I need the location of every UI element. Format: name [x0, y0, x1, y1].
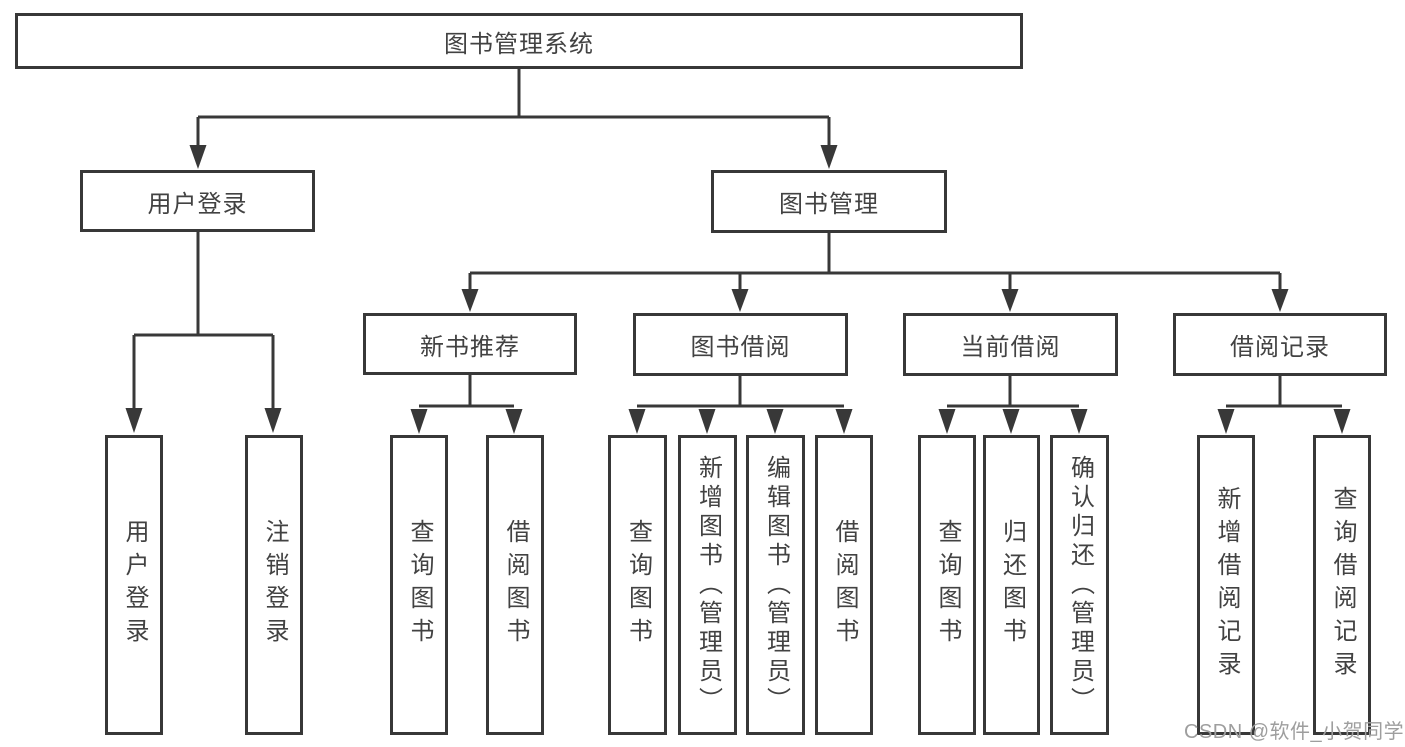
node-borrow-records: 借阅记录 [1173, 313, 1387, 376]
node-new-book-recommendation: 新书推荐 [363, 313, 577, 375]
leaf-label: 确认归还（管理员） [1066, 454, 1094, 716]
leaf-label: 新增借阅记录 [1213, 486, 1240, 684]
node-label: 用户登录 [147, 190, 248, 218]
leaf-edit-book-admin: 编辑图书（管理员） [746, 435, 805, 735]
node-label: 图书借阅 [690, 334, 791, 361]
leaf-label: 借阅图书 [502, 519, 529, 651]
node-book-management: 图书管理 [711, 170, 947, 233]
leaf-label: 编辑图书（管理员） [762, 454, 790, 716]
node-label: 借阅记录 [1230, 334, 1330, 361]
node-label: 图书管理 [779, 191, 879, 218]
node-user-login: 用户登录 [80, 170, 315, 232]
node-book-borrowing: 图书借阅 [633, 313, 848, 376]
leaf-borrow-books-recommend: 借阅图书 [486, 435, 544, 735]
node-label: 图书管理系统 [444, 30, 594, 58]
leaf-label: 查询图书 [934, 519, 961, 651]
leaf-borrow-books: 借阅图书 [815, 435, 873, 735]
leaf-label: 借阅图书 [831, 519, 858, 651]
node-library-management-system: 图书管理系统 [15, 13, 1023, 69]
leaf-label: 查询图书 [406, 519, 433, 651]
leaf-label: 查询借阅记录 [1329, 486, 1356, 684]
leaf-label: 归还图书 [998, 519, 1026, 651]
node-current-borrowing: 当前借阅 [903, 313, 1118, 376]
node-label: 新书推荐 [420, 333, 520, 361]
leaf-query-books-current: 查询图书 [918, 435, 976, 735]
leaf-query-books-recommend: 查询图书 [390, 435, 448, 735]
watermark: CSDN @软件_小贺同学 [1184, 721, 1405, 743]
leaf-label: 查询图书 [624, 519, 652, 651]
leaf-add-book-admin: 新增图书（管理员） [678, 435, 737, 735]
leaf-label: 新增图书（管理员） [694, 454, 722, 716]
leaf-label: 用户登录 [121, 519, 148, 651]
node-label: 当前借阅 [960, 334, 1061, 361]
leaf-query-books-borrowing: 查询图书 [608, 435, 667, 735]
leaf-confirm-return-admin: 确认归还（管理员） [1050, 435, 1109, 735]
leaf-add-borrow-record: 新增借阅记录 [1197, 435, 1255, 735]
leaf-logout: 注销登录 [245, 435, 303, 735]
leaf-return-books: 归还图书 [983, 435, 1040, 735]
leaf-query-borrow-record: 查询借阅记录 [1313, 435, 1371, 735]
leaf-label: 注销登录 [261, 519, 288, 651]
leaf-user-login: 用户登录 [105, 435, 163, 735]
